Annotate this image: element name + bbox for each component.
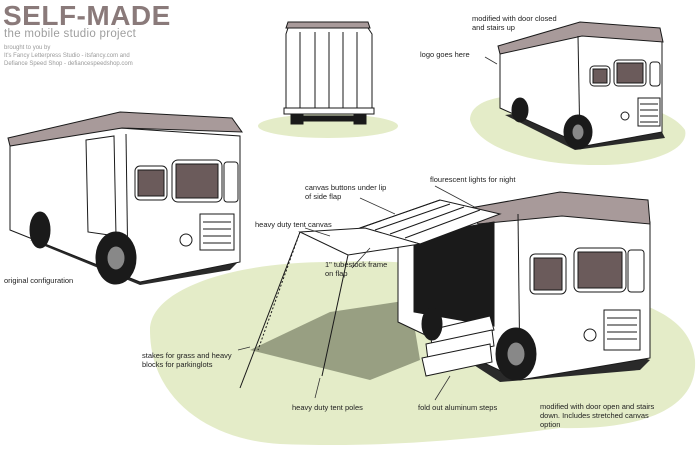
label-steps: fold out aluminum steps (418, 403, 498, 412)
page-title: SELF-MADE (3, 0, 171, 31)
label-canvas-buttons: canvas buttons under lip of side flap (305, 183, 387, 201)
truck-door-open (239, 191, 651, 389)
truck-rear-view (283, 21, 375, 125)
truck-original (7, 111, 243, 285)
callout-lines (237, 56, 498, 401)
page-subtitle: the mobile studio project (4, 28, 137, 40)
label-open-config: modified with door open and stairs down.… (540, 402, 655, 429)
truck-door-closed (497, 21, 664, 150)
label-tent-canvas: heavy duty tent canvas (255, 220, 332, 229)
label-fluorescent: flourescent lights for night (430, 175, 516, 184)
tent-shadow (250, 300, 420, 380)
label-tent-poles: heavy duty tent poles (292, 403, 363, 412)
label-logo: logo goes here (420, 50, 470, 59)
label-stakes: stakes for grass and heavy blocks for pa… (142, 351, 232, 369)
credits-line: It's Fancy Letterpress Studio - itsfancy… (4, 53, 130, 59)
label-door-closed: modified with door closed and stairs up (472, 14, 557, 32)
credits-line: brought to you by (4, 45, 51, 51)
credits: brought to you by It's Fancy Letterpress… (4, 44, 164, 68)
credits-line: Defiance Speed Shop - defiancespeedshop.… (4, 61, 133, 67)
label-tubestock: 1" tubestock frame on flap (325, 260, 388, 278)
label-original: original configuration (4, 276, 74, 285)
